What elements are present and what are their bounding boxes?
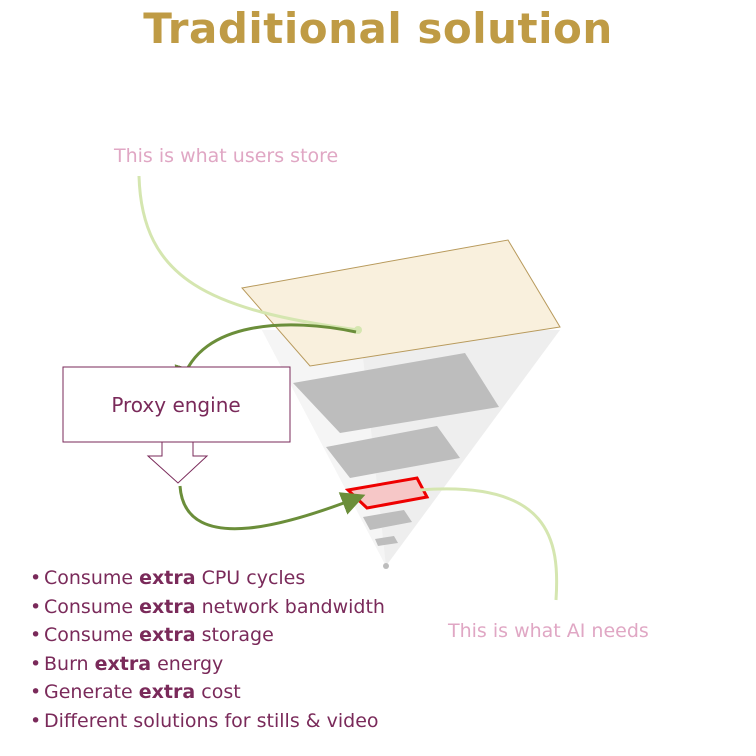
list-item: •Consume extra CPU cycles	[30, 564, 385, 593]
list-item: •Burn extra energy	[30, 650, 385, 679]
bullet-dot: •	[30, 567, 42, 589]
list-item: •Consume extra storage	[30, 621, 385, 650]
drawbacks-list: •Consume extra CPU cycles •Consume extra…	[30, 564, 385, 736]
bullet-dot: •	[30, 709, 42, 732]
users-store-caption: This is what users store	[113, 145, 338, 167]
proxy-engine-box	[62, 366, 291, 443]
list-item: •Generate extra cost	[30, 678, 385, 707]
proxy-engine-down-arrow	[146, 441, 209, 484]
layer-6	[375, 536, 398, 546]
ai-needs-caption: This is what AI needs	[447, 620, 649, 642]
users-store-callout-line	[137, 175, 359, 332]
bullet-dot: •	[30, 652, 42, 675]
arrow-to-proxy	[174, 323, 357, 391]
bullet-dot: •	[30, 595, 42, 618]
ai-needs-callout-line	[419, 487, 559, 601]
top-layer-full-resolution	[241, 239, 561, 367]
proxy-engine-label: Proxy engine	[111, 393, 240, 417]
page-title: Traditional solution	[143, 4, 613, 53]
layer-2	[293, 353, 499, 433]
bullet-dot: •	[30, 681, 42, 704]
arrow-to-ai-layer	[178, 485, 366, 531]
pyramid-apex-dot	[383, 563, 389, 569]
layer-3	[326, 426, 460, 478]
list-item: •Consume extra network bandwidth	[30, 593, 385, 622]
layer-5	[363, 510, 412, 530]
bullet-dot: •	[30, 624, 42, 647]
list-item: •Different solutions for stills & video	[30, 707, 385, 736]
